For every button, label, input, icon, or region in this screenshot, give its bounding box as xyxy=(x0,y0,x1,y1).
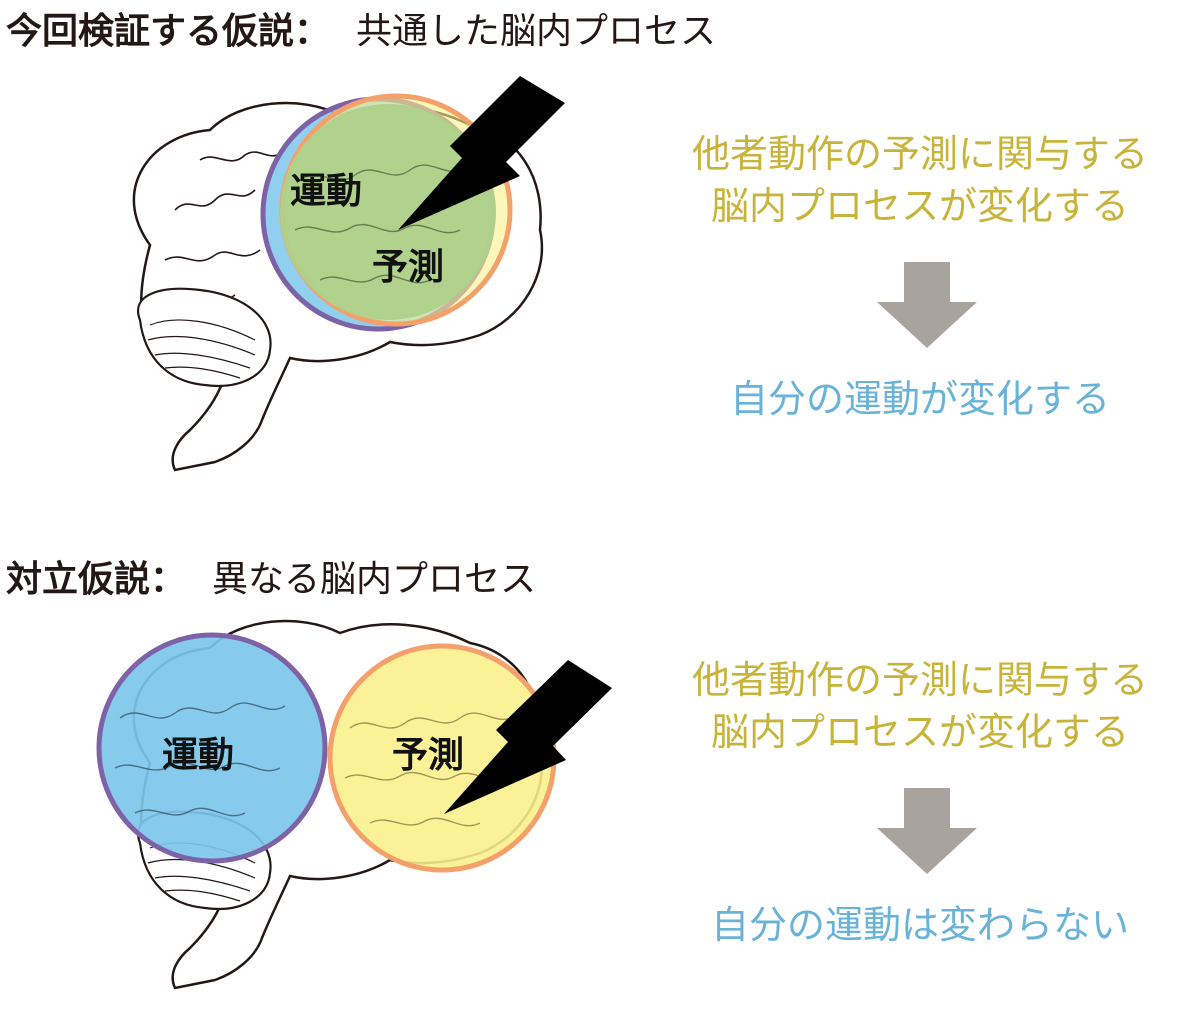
motor-region xyxy=(96,632,328,864)
hypothesis-result: 自分の運動が変化する xyxy=(729,377,1110,421)
hypothesis-subtitle: 共通した脳内プロセス xyxy=(356,11,717,52)
region-label-prediction: 予測 xyxy=(372,247,444,288)
hypothesis-claim-line1: 他者動作の予測に関与する xyxy=(691,132,1148,176)
alternative-subtitle: 異なる脳内プロセス xyxy=(212,559,537,600)
alternative-result: 自分の運動は変わらない xyxy=(710,903,1129,947)
overlap-region xyxy=(280,104,496,320)
alternative-heading: 対立仮説： 異なる脳内プロセス xyxy=(6,550,536,602)
hypothesis-label: 今回検証する仮説： xyxy=(6,11,331,52)
down-arrow-icon xyxy=(877,262,977,348)
region-label-motor: 運動 xyxy=(290,171,362,212)
alternative-claim-line1: 他者動作の予測に関与する xyxy=(691,658,1148,702)
hypothesis-panel: 今回検証する仮説： 共通した脳内プロセス 運動 予測 他者動作の予測に関与する 脳… xyxy=(6,2,1200,472)
alternative-label: 対立仮説： xyxy=(6,559,187,600)
region-label-motor: 運動 xyxy=(162,735,234,776)
motor-gyri xyxy=(114,702,286,817)
alternative-diagram: 運動 予測 xyxy=(96,619,612,990)
region-label-prediction: 予測 xyxy=(392,735,464,776)
alternative-claim-line2: 脳内プロセスが変化する xyxy=(710,710,1129,754)
hypothesis-diagram: 運動 予測 xyxy=(132,76,565,472)
overlap-gyri xyxy=(294,164,466,284)
lightning-bolt-icon xyxy=(444,660,612,814)
hypothesis-claim-line2: 脳内プロセスが変化する xyxy=(710,184,1129,228)
hypothesis-claim: 他者動作の予測に関与する 脳内プロセスが変化する xyxy=(620,128,1200,232)
alternative-panel: 対立仮説： 異なる脳内プロセス 運動 予測 他者動作の予測に関与する 脳内プロセス… xyxy=(0,548,1200,1020)
alternative-claim: 他者動作の予測に関与する 脳内プロセスが変化する xyxy=(620,654,1200,758)
hypothesis-heading: 今回検証する仮説： 共通した脳内プロセス xyxy=(6,2,716,54)
lightning-bolt-icon xyxy=(398,76,565,230)
down-arrow-icon xyxy=(877,788,977,874)
